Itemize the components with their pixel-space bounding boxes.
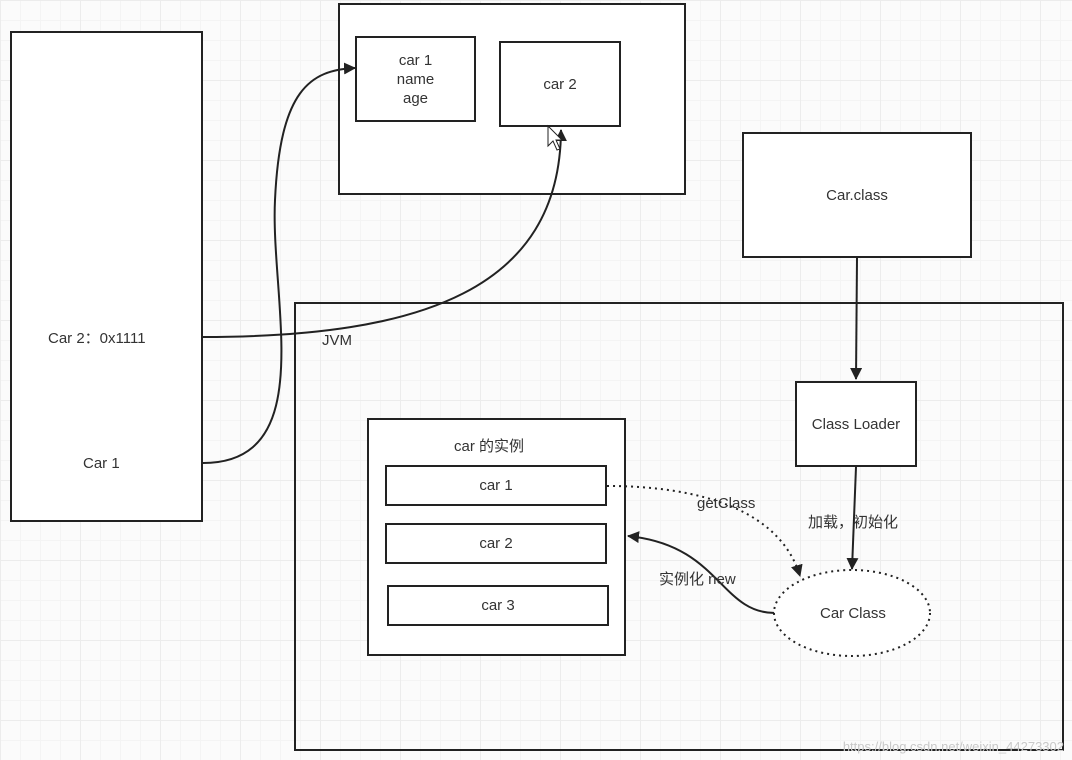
instances-title: car 的实例 bbox=[454, 438, 525, 455]
jvm-box bbox=[294, 302, 1064, 751]
car1-reference-label: Car 1 bbox=[83, 455, 120, 472]
new-instance-arrow bbox=[627, 531, 776, 614]
getclass-arrow bbox=[606, 485, 803, 577]
car-class-label: Car Class bbox=[820, 605, 886, 622]
getclass-label: getClass bbox=[697, 495, 756, 512]
class-file-label: Car.class bbox=[826, 186, 888, 204]
heap-car1-field-age: age bbox=[402, 89, 429, 107]
car2-pointer-arrow bbox=[202, 129, 567, 338]
instance-car1-box: car 1 bbox=[385, 465, 607, 506]
load-arrow bbox=[850, 257, 863, 380]
init-arrow bbox=[846, 466, 859, 570]
class-loader-label: Class Loader bbox=[811, 415, 901, 433]
class-loader-box: Class Loader bbox=[795, 381, 917, 467]
instance-car1-label: car 1 bbox=[479, 477, 513, 494]
jvm-label: JVM bbox=[322, 332, 352, 349]
mouse-cursor-icon bbox=[547, 124, 564, 151]
car-class-ellipse bbox=[773, 569, 931, 657]
watermark: https://blog.csdn.net/weixin_44273302 bbox=[842, 739, 1064, 754]
load-init-label: 加载，初始化 bbox=[808, 514, 899, 531]
heap-car1-label: car 1 bbox=[398, 51, 433, 69]
heap-car2-label: car 2 bbox=[543, 75, 577, 93]
instance-car3-box: car 3 bbox=[387, 585, 609, 626]
car2-reference-label: Car 2：0x1111 bbox=[48, 330, 146, 347]
heap-car2-box: car 2 bbox=[499, 41, 621, 127]
new-instance-label: 实例化 new bbox=[659, 571, 736, 588]
heap-car1-field-name: name bbox=[396, 70, 435, 88]
car1-pointer-arrow bbox=[202, 62, 356, 464]
instance-car2-label: car 2 bbox=[479, 535, 513, 552]
instance-car3-label: car 3 bbox=[481, 597, 515, 614]
heap-car1-box: car 1 name age bbox=[355, 36, 476, 122]
stack-box bbox=[10, 31, 203, 522]
instance-car2-box: car 2 bbox=[385, 523, 607, 564]
class-file-box: Car.class bbox=[742, 132, 972, 258]
